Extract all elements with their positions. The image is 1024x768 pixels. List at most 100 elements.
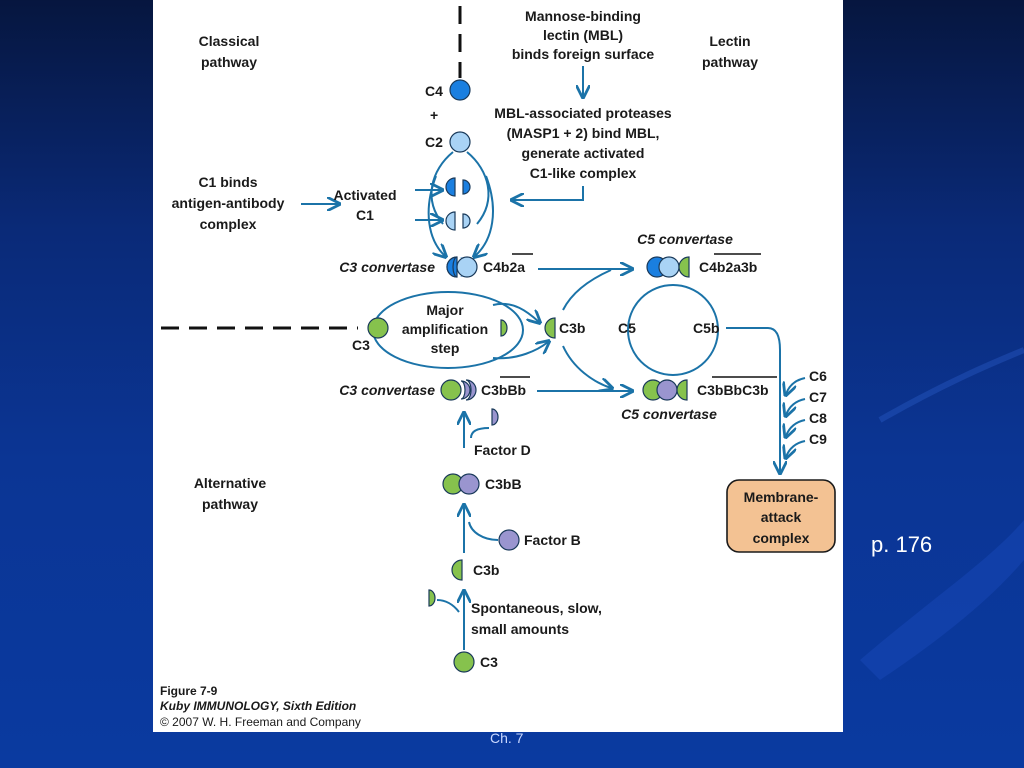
alternative-pathway-label: Alternative pathway: [194, 475, 267, 512]
late-components: C6 C7 C8 C9: [786, 368, 827, 457]
svg-text:Mannose-binding: Mannose-binding: [525, 8, 641, 24]
c5b-label: C5b: [693, 320, 719, 336]
svg-text:Lectin: Lectin: [709, 33, 750, 49]
c2-label: C2: [425, 134, 443, 150]
spontaneous-text: Spontaneous, slow, small amounts: [471, 600, 602, 637]
c3-circle-amplification: [367, 317, 389, 339]
arrow-masp-to-complex: [513, 186, 584, 200]
plus-sign: +: [430, 107, 438, 123]
svg-text:C1-like complex: C1-like complex: [530, 165, 637, 181]
c3bbb-complex: [440, 379, 477, 401]
c4b2a-label: C4b2a: [483, 259, 525, 275]
major-amplification-text: Major amplification step: [402, 302, 488, 356]
svg-text:small amounts: small amounts: [471, 621, 569, 637]
svg-text:attack: attack: [761, 509, 802, 525]
svg-text:complex: complex: [200, 216, 257, 232]
c5-loop: [627, 284, 719, 376]
c3bbb-label: C3bBb: [481, 382, 526, 398]
ba-fragment: [491, 408, 499, 426]
arrow-c5b-to-mac: [726, 327, 780, 472]
mac-box: [726, 479, 836, 553]
curve-right-lower: [475, 175, 494, 256]
masp-text: MBL-associated proteases (MASP1 + 2) bin…: [494, 105, 672, 181]
svg-text:Spontaneous, slow,: Spontaneous, slow,: [471, 600, 602, 616]
svg-text:(MASP1 + 2) bind MBL,: (MASP1 + 2) bind MBL,: [507, 125, 660, 141]
c3a-fragment-amplification: [500, 319, 508, 337]
arrow-to-c3b-upper: [492, 302, 539, 322]
c5-convertase-label-bottom: C5 convertase: [621, 406, 717, 422]
c2b-fragment: [462, 213, 471, 229]
c5-label: C5: [618, 320, 636, 336]
c3-label-amplification: C3: [352, 337, 370, 353]
svg-text:step: step: [431, 340, 460, 356]
c2-circle: [449, 131, 471, 153]
activated-c1-text: Activated C1: [333, 187, 396, 223]
svg-text:Membrane-: Membrane-: [744, 489, 819, 505]
c3b-label-bottom: C3b: [473, 562, 499, 578]
classical-pathway-label: Classical pathway: [199, 33, 260, 70]
svg-text:Figure 7-9: Figure 7-9: [160, 684, 218, 698]
c3b-half-center: [544, 317, 556, 339]
complement-pathway-figure: Classical pathway Lectin pathway Alterna…: [153, 0, 843, 732]
figure-caption: Figure 7-9 Kuby IMMUNOLOGY, Sixth Editio…: [160, 684, 361, 729]
arrow-to-c3a: [436, 599, 460, 613]
svg-text:C8: C8: [809, 410, 827, 426]
curve-right-upper: [466, 151, 490, 225]
svg-text:Activated: Activated: [333, 187, 396, 203]
c4-label: C4: [425, 83, 443, 99]
chapter-footer: Ch. 7: [490, 730, 524, 746]
factor-d-label: Factor D: [474, 442, 531, 458]
svg-text:Alternative: Alternative: [194, 475, 267, 491]
c4b2a-complex: [446, 256, 478, 278]
c4a-fragment: [462, 179, 471, 195]
c3b-label-center: C3b: [559, 320, 585, 336]
svg-text:C9: C9: [809, 431, 827, 447]
c4b2a3b-complex: [646, 256, 690, 278]
svg-text:Major: Major: [426, 302, 464, 318]
c3-convertase-label-classical: C3 convertase: [339, 259, 435, 275]
c3-convertase-label-alternative: C3 convertase: [339, 382, 435, 398]
c4b-half: [445, 177, 456, 197]
c3bb-complex: [442, 473, 480, 495]
factor-b-circle: [498, 529, 520, 551]
c3b-half-bottom: [451, 559, 463, 581]
svg-text:Classical: Classical: [199, 33, 260, 49]
factor-b-label: Factor B: [524, 532, 581, 548]
svg-text:C1: C1: [356, 207, 374, 223]
c3-label-bottom: C3: [480, 654, 498, 670]
c3a-fragment-spontaneous: [428, 589, 436, 607]
c3bb-label: C3bB: [485, 476, 522, 492]
c5-convertase-label-top: C5 convertase: [637, 231, 733, 247]
mac-text: Membrane- attack complex: [744, 489, 819, 546]
c1-binds-text: C1 binds antigen-antibody complex: [172, 174, 285, 232]
curve-c3b-down: [562, 345, 611, 388]
c3-circle-bottom: [453, 651, 475, 673]
svg-text:lectin (MBL): lectin (MBL): [543, 27, 623, 43]
c4b2a3b-label: C4b2a3b: [699, 259, 757, 275]
page-reference: p. 176: [871, 532, 933, 557]
arrow-to-ba: [470, 427, 490, 439]
svg-text:Kuby IMMUNOLOGY, Sixth Edition: Kuby IMMUNOLOGY, Sixth Edition: [160, 699, 356, 713]
c3bbbc3b-complex: [642, 379, 688, 401]
mbl-text: Mannose-binding lectin (MBL) binds forei…: [512, 8, 655, 62]
svg-text:pathway: pathway: [702, 54, 758, 70]
c3bbbc3b-label: C3bBbC3b: [697, 382, 769, 398]
svg-text:amplification: amplification: [402, 321, 488, 337]
lectin-pathway-label: Lectin pathway: [702, 33, 758, 70]
svg-text:antigen-antibody: antigen-antibody: [172, 195, 285, 211]
c2a-half: [445, 211, 456, 231]
svg-text:© 2007 W. H. Freeman and Compa: © 2007 W. H. Freeman and Company: [160, 715, 361, 729]
svg-text:C1 binds: C1 binds: [198, 174, 257, 190]
c4-circle: [449, 79, 471, 101]
svg-text:C7: C7: [809, 389, 827, 405]
svg-text:binds foreign surface: binds foreign surface: [512, 46, 655, 62]
svg-text:C6: C6: [809, 368, 827, 384]
svg-text:complex: complex: [753, 530, 810, 546]
svg-text:pathway: pathway: [202, 496, 258, 512]
svg-text:generate activated: generate activated: [522, 145, 645, 161]
curve-left-lower: [427, 175, 445, 256]
curve-c3b-up: [562, 269, 612, 311]
arrow-factorb-join: [468, 521, 499, 541]
svg-text:MBL-associated proteases: MBL-associated proteases: [494, 105, 672, 121]
